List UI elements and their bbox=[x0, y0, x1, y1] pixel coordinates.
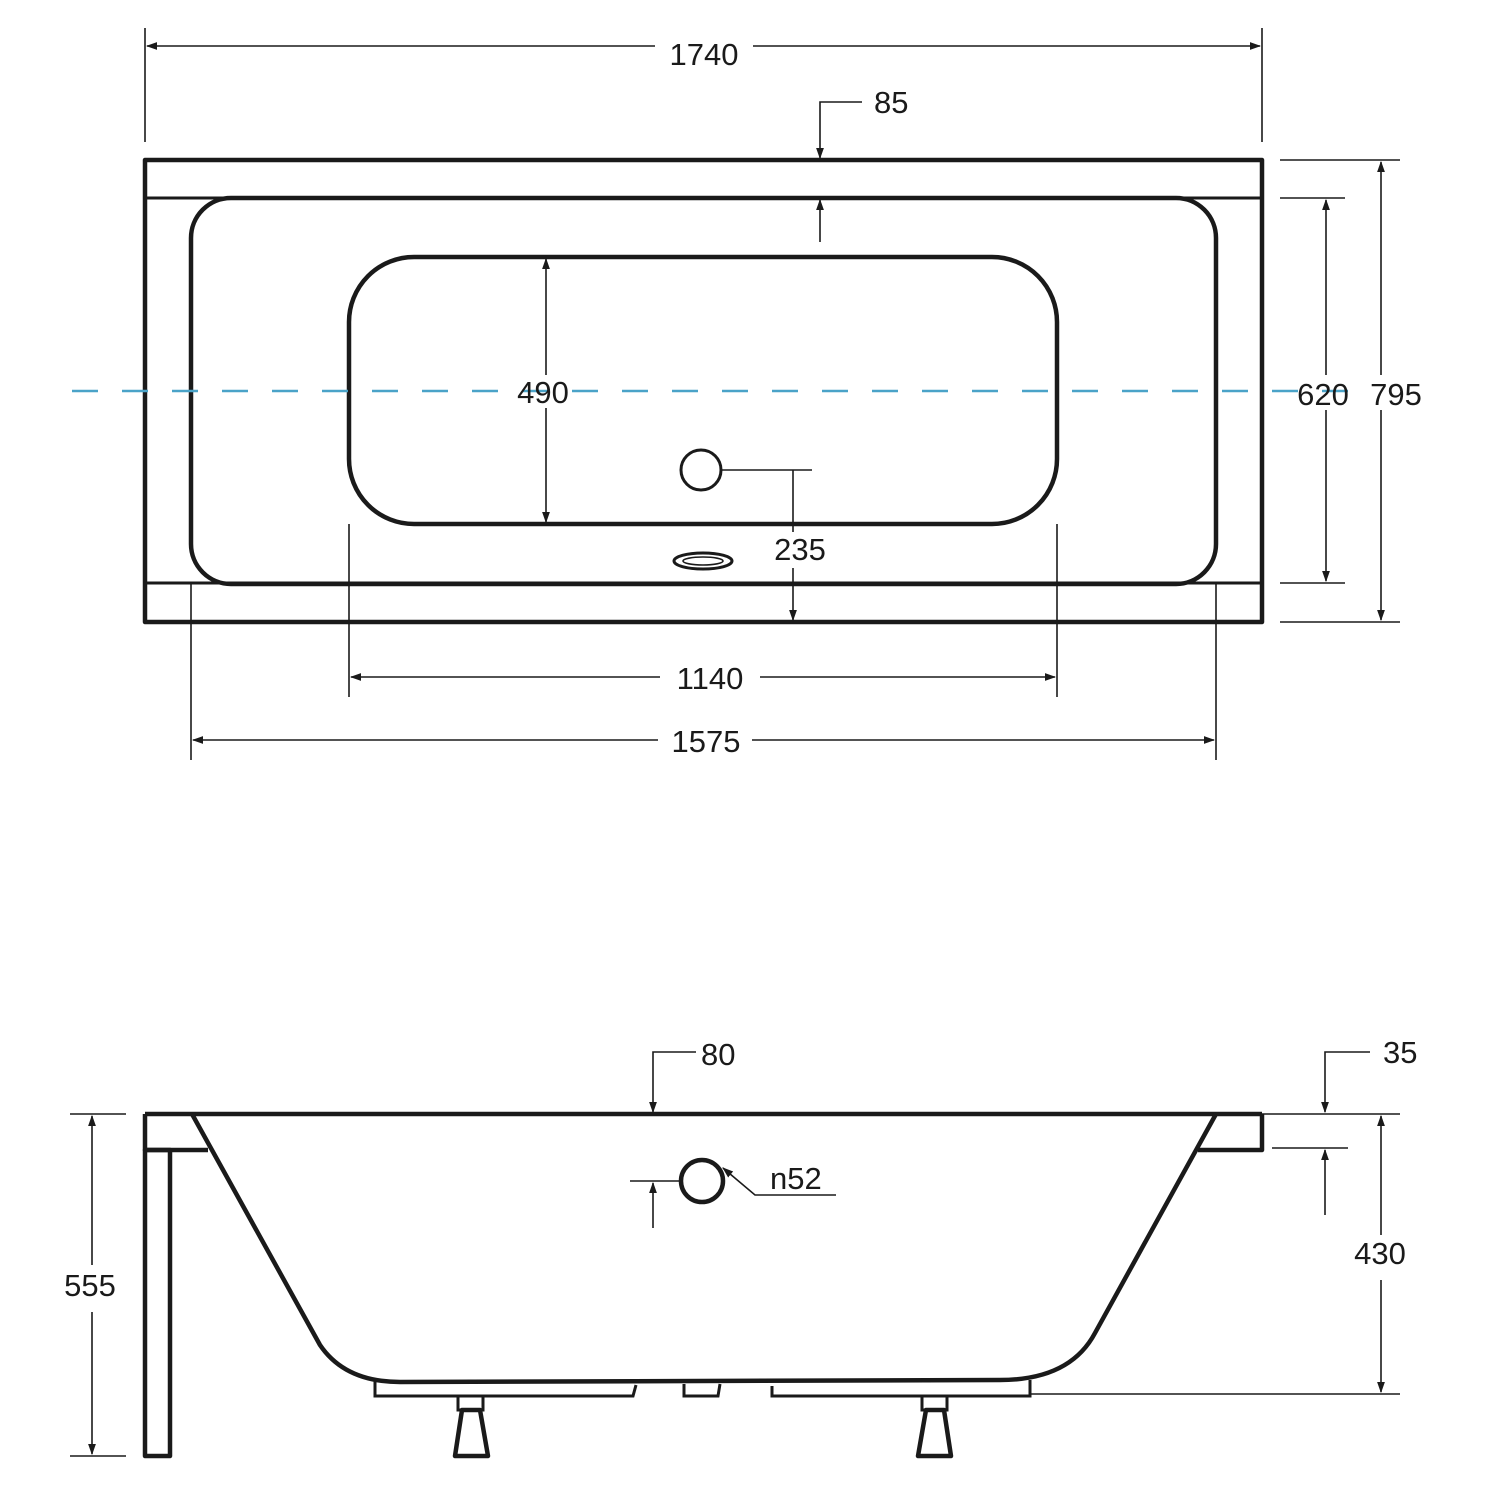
base-plate-left bbox=[373, 1380, 638, 1398]
dimension-bottom-length: 1140 bbox=[677, 661, 744, 696]
dimension-overall-length: 1740 bbox=[670, 37, 739, 72]
foot-right-icon bbox=[915, 1394, 954, 1459]
dimension-bath-depth: 430 bbox=[1354, 1236, 1406, 1271]
right-rim-block bbox=[1198, 1114, 1265, 1153]
drain-icon bbox=[679, 448, 723, 492]
support-panel bbox=[142, 1147, 173, 1459]
left-rim-block bbox=[142, 1114, 208, 1153]
dimension-inner-length: 1575 bbox=[672, 724, 741, 759]
base-plate-right bbox=[770, 1380, 1032, 1398]
leader-line bbox=[722, 1167, 836, 1196]
dimension-drain-offset: 235 bbox=[774, 532, 826, 567]
side-view: n52 80 35 430 555 bbox=[64, 1035, 1417, 1459]
foot-left-icon bbox=[452, 1394, 491, 1459]
dimension-overall-width: 795 bbox=[1370, 377, 1422, 412]
base-plate-center bbox=[682, 1383, 722, 1398]
dimension-total-height: 555 bbox=[64, 1268, 116, 1303]
top-view: 1740 85 490 235 620 795 1140 bbox=[72, 28, 1422, 760]
overflow-inner-icon bbox=[682, 556, 724, 566]
leader-line bbox=[816, 101, 862, 160]
dimension-rim-thickness: 80 bbox=[701, 1037, 735, 1072]
leader-line bbox=[649, 1051, 696, 1114]
dimension-bottom-width: 490 bbox=[517, 375, 569, 410]
overflow-icon bbox=[672, 551, 734, 571]
tub-shell-outline bbox=[190, 1112, 1218, 1385]
dimension-overflow-diameter: n52 bbox=[770, 1161, 822, 1196]
dimension-rim-offset: 35 bbox=[1383, 1035, 1417, 1070]
dimension-rim-width: 85 bbox=[874, 85, 908, 120]
dimension-inner-width: 620 bbox=[1297, 377, 1349, 412]
overflow-hole-icon bbox=[678, 1157, 726, 1205]
bottom-outline bbox=[346, 254, 1060, 527]
leader-line bbox=[1321, 1051, 1370, 1114]
